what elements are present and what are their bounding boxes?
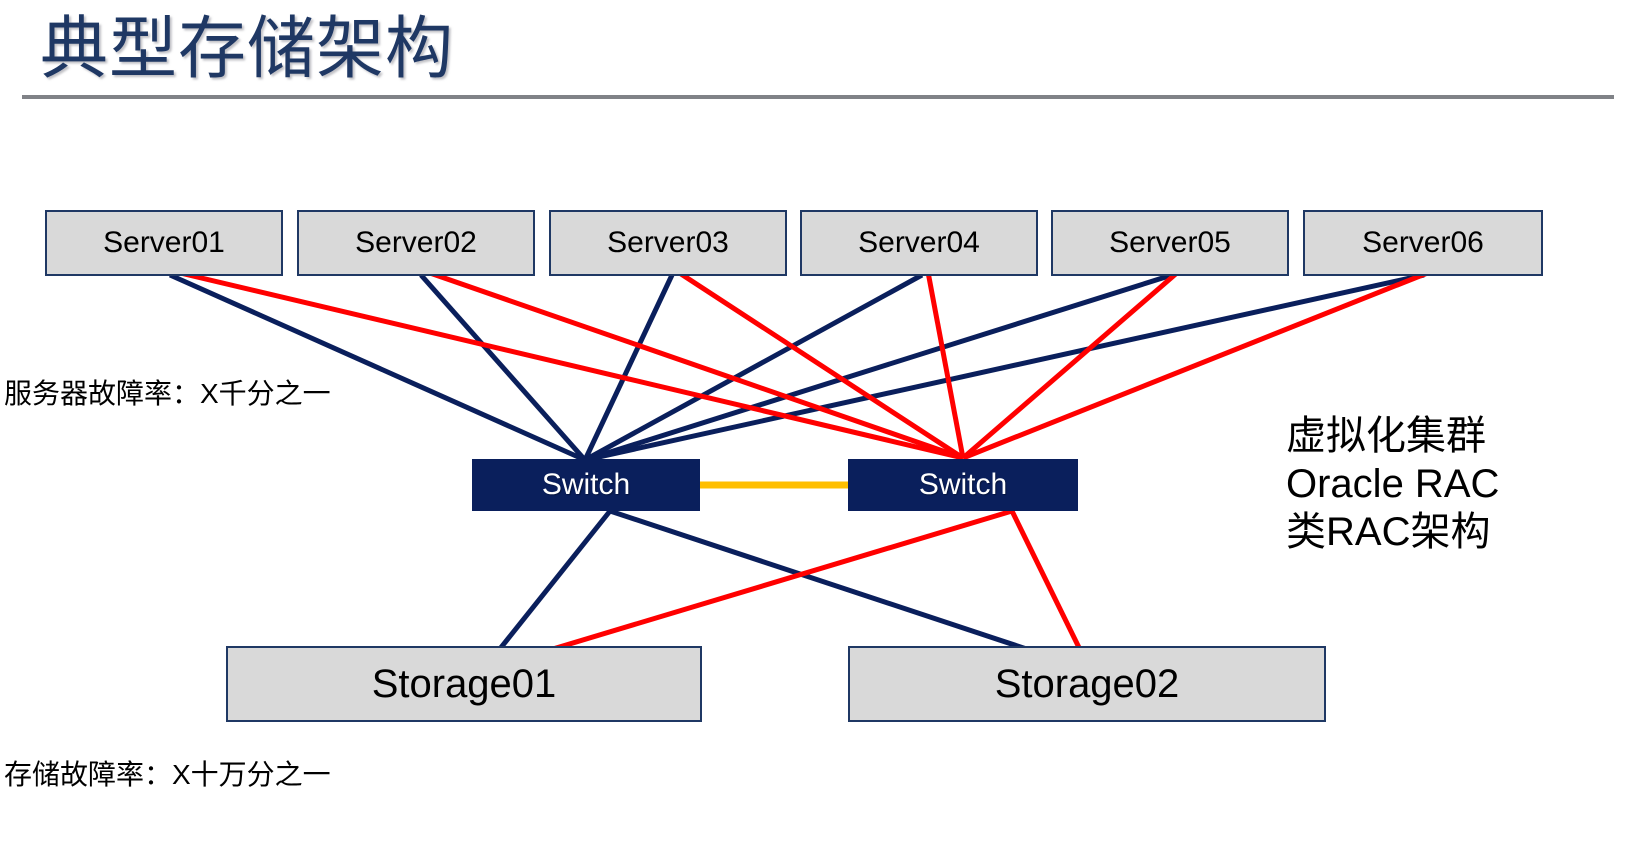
left-switch-to-storage-links: [481, 508, 1091, 673]
link-switch-right-storage02: [1009, 509, 1093, 672]
page-title: 典型存储架构: [40, 11, 455, 87]
switch-node-right[interactable]: Switch: [848, 459, 1078, 511]
server-node-server06[interactable]: Server06: [1303, 210, 1543, 276]
server-node-server02[interactable]: Server02: [297, 210, 535, 276]
server-to-left-switch-links: [168, 272, 1425, 463]
link-switch-left-storage02: [609, 508, 1091, 673]
server-node-server03[interactable]: Server03: [549, 210, 787, 276]
storage-node-label: Storage02: [994, 661, 1180, 706]
storage-failure-rate-note: 存储故障率：X十万分之一: [4, 759, 331, 790]
link-server04-switch-right: [925, 271, 966, 459]
server-to-right-switch-links: [175, 269, 1431, 461]
link-server02-switch-left: [419, 273, 587, 462]
cluster-note-line-2: Oracle RAC: [1286, 462, 1500, 506]
server-node-label: Server06: [1362, 226, 1484, 259]
link-switch-right-storage01: [482, 508, 1013, 673]
link-server03-switch-left: [582, 273, 675, 462]
link-server01-switch-left: [168, 272, 587, 463]
link-server06-switch-right: [962, 269, 1431, 461]
server-node-label: Server05: [1109, 226, 1231, 259]
server-node-label: Server04: [858, 226, 980, 259]
server-node-label: Server02: [355, 226, 477, 259]
storage-node-storage01[interactable]: Storage01: [226, 646, 702, 722]
switch-node-label: Switch: [541, 468, 631, 501]
link-server04-switch-left: [583, 272, 924, 463]
cluster-note-block: 虚拟化集群 Oracle RAC 类RAC架构: [1286, 412, 1499, 556]
server-node-label: Server01: [103, 226, 225, 259]
link-server01-switch-right: [175, 269, 964, 461]
server-node-label: Server03: [607, 226, 729, 259]
right-switch-to-storage-links: [482, 508, 1093, 673]
link-server02-switch-right: [426, 269, 964, 461]
link-server06-switch-left: [584, 272, 1425, 463]
switch-node-left[interactable]: Switch: [472, 459, 700, 511]
link-switch-left-storage01: [481, 509, 612, 672]
storage-node-storage02[interactable]: Storage02: [848, 646, 1326, 722]
link-server05-switch-left: [584, 272, 1173, 463]
link-server03-switch-right: [676, 269, 965, 461]
storage-node-label: Storage01: [371, 661, 557, 706]
server-failure-rate-note: 服务器故障率：X千分之一: [4, 378, 331, 409]
cluster-note-line-3: 类RAC架构: [1286, 510, 1491, 554]
server-node-server04[interactable]: Server04: [800, 210, 1038, 276]
server-node-server05[interactable]: Server05: [1051, 210, 1289, 276]
cluster-note-line-1: 虚拟化集群: [1286, 414, 1486, 458]
link-server05-switch-right: [961, 270, 1180, 460]
title-divider: [22, 95, 1614, 99]
server-node-server01[interactable]: Server01: [45, 210, 283, 276]
switch-node-label: Switch: [918, 468, 1008, 501]
